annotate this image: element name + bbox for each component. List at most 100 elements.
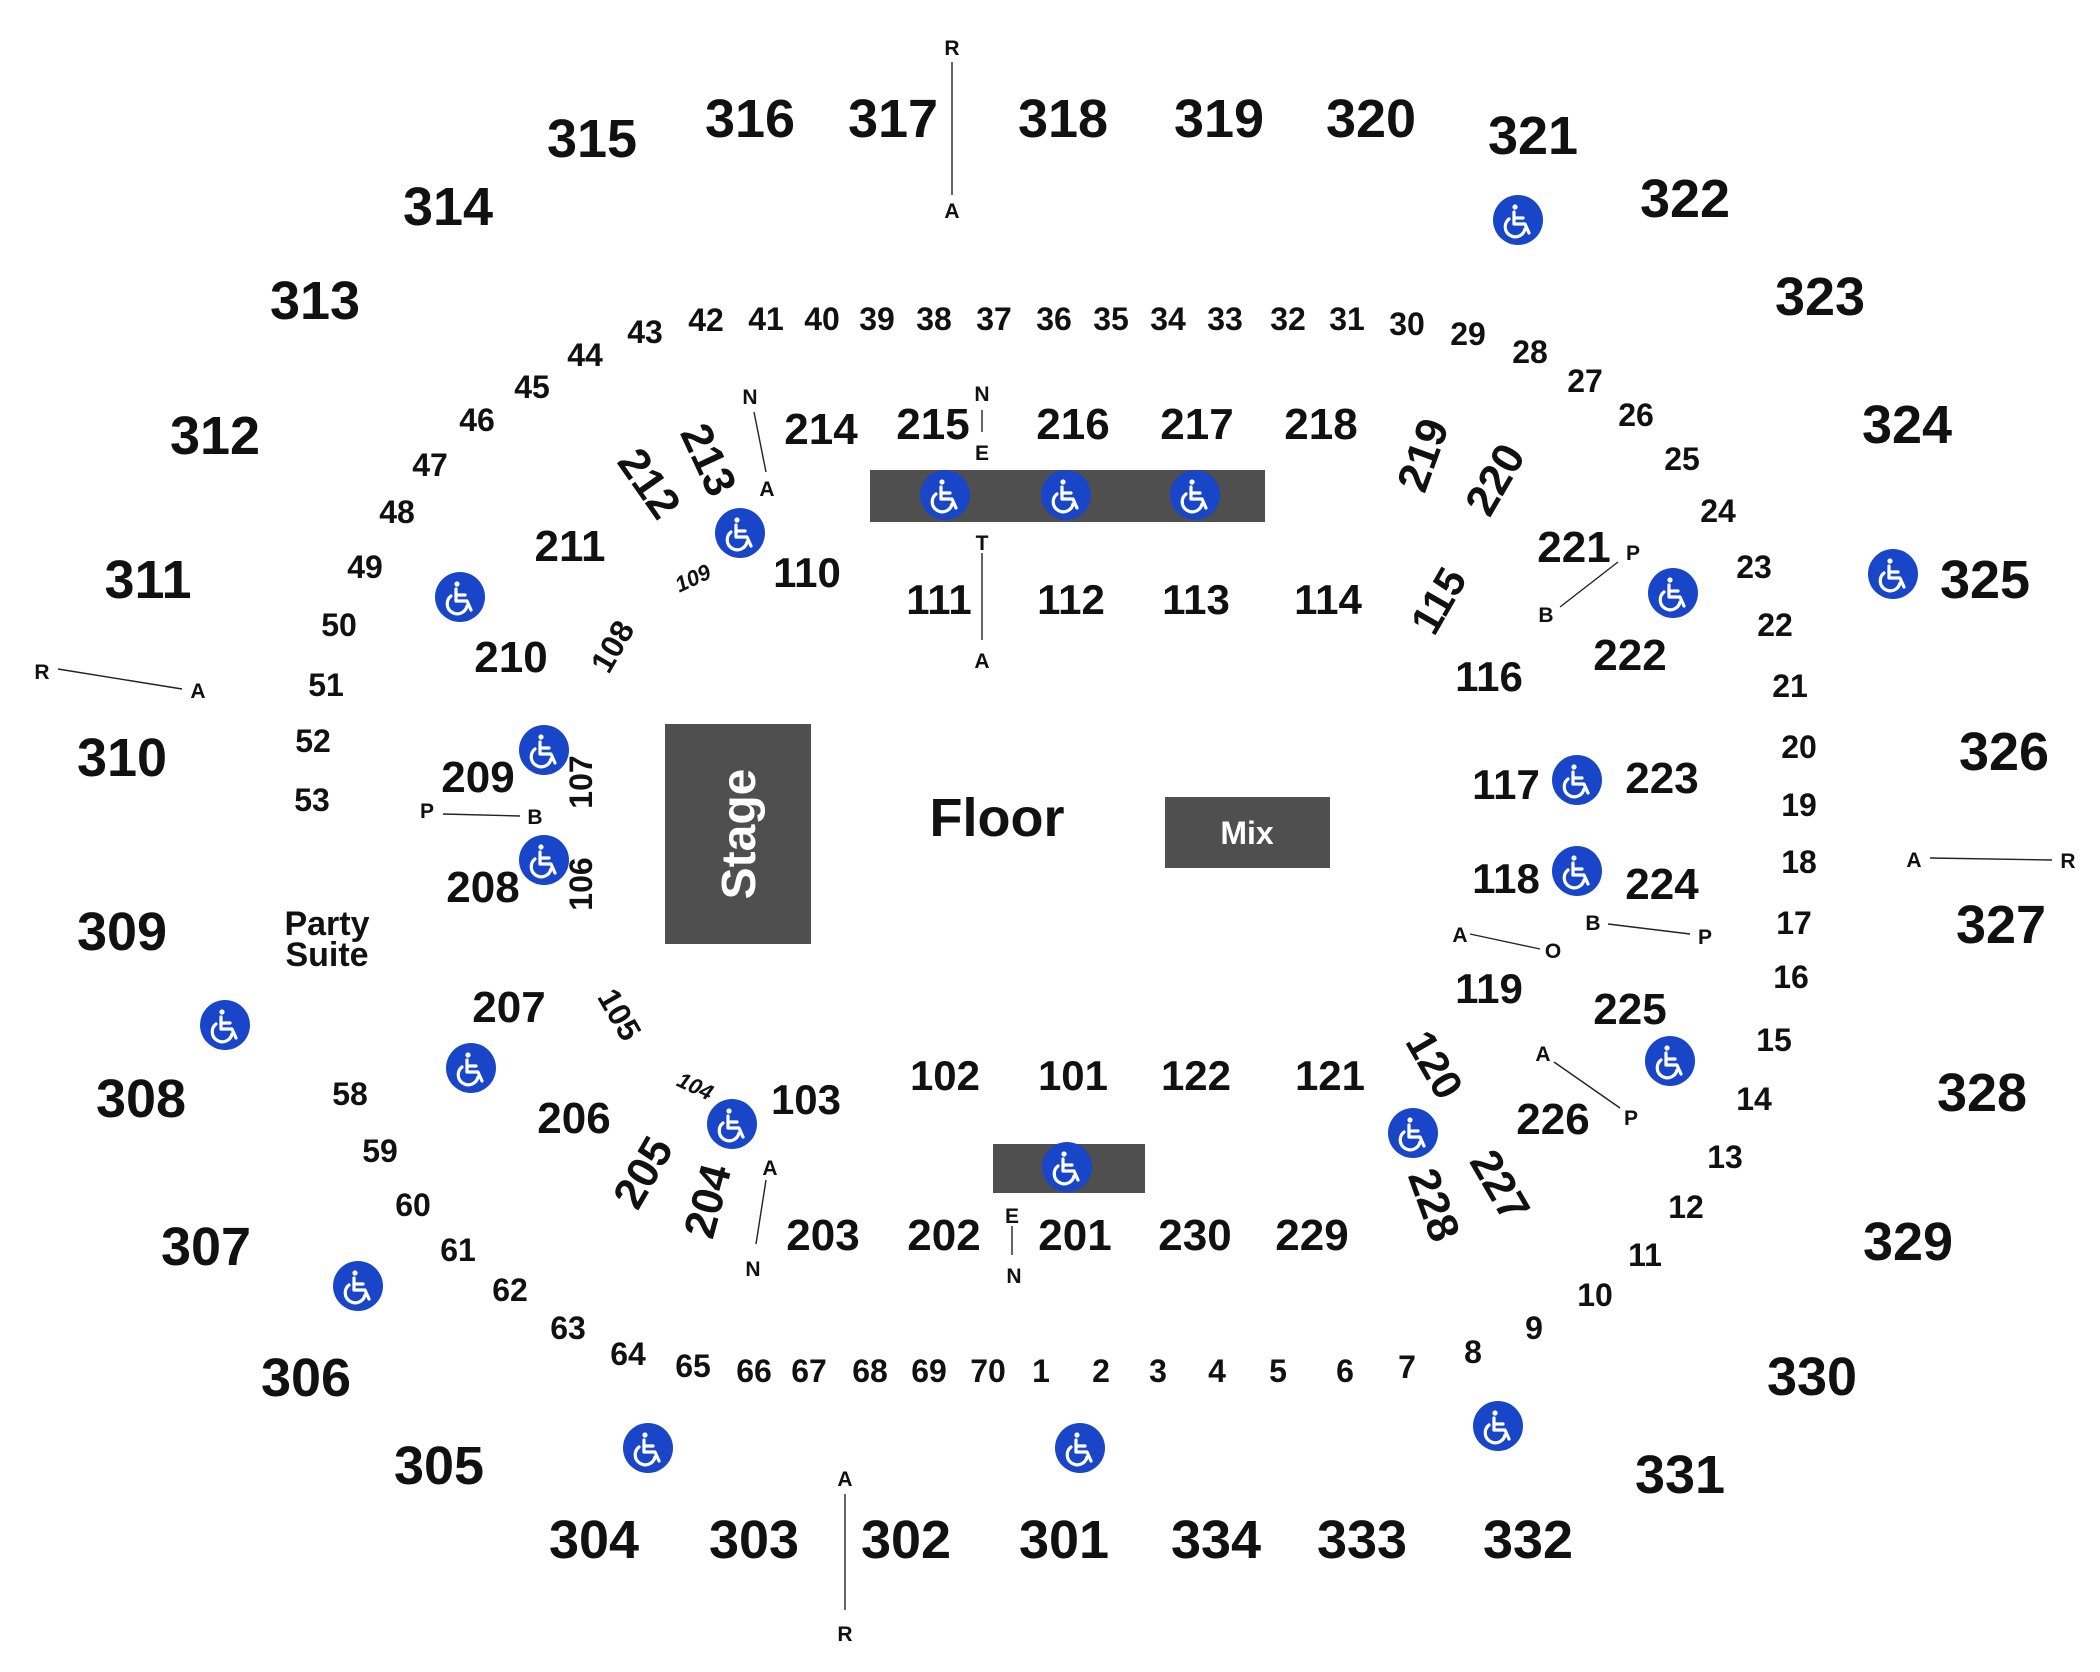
box-62[interactable]: 62 <box>492 1272 528 1308</box>
section-301[interactable]: 301 <box>1019 1510 1109 1570</box>
box-49[interactable]: 49 <box>347 549 383 585</box>
section-302[interactable]: 302 <box>861 1510 951 1570</box>
section-305[interactable]: 305 <box>394 1436 484 1496</box>
box-46[interactable]: 46 <box>459 402 495 438</box>
box-27[interactable]: 27 <box>1567 363 1603 399</box>
section-112[interactable]: 112 <box>1037 576 1105 623</box>
section-109[interactable]: 109 <box>671 559 716 597</box>
box-21[interactable]: 21 <box>1772 668 1808 704</box>
section-226[interactable]: 226 <box>1516 1095 1589 1144</box>
section-311[interactable]: 311 <box>104 550 191 610</box>
wheelchair-icon[interactable] <box>1471 1399 1525 1453</box>
wheelchair-icon[interactable] <box>918 468 972 522</box>
box-29[interactable]: 29 <box>1450 316 1486 352</box>
section-122[interactable]: 122 <box>1161 1052 1231 1099</box>
box-47[interactable]: 47 <box>412 447 448 483</box>
box-42[interactable]: 42 <box>688 302 724 338</box>
box-59[interactable]: 59 <box>362 1133 398 1169</box>
section-316[interactable]: 316 <box>705 89 795 149</box>
wheelchair-icon[interactable] <box>1053 1421 1107 1475</box>
box-69[interactable]: 69 <box>911 1353 947 1389</box>
box-3[interactable]: 3 <box>1149 1353 1167 1389</box>
section-313[interactable]: 313 <box>270 271 360 331</box>
box-18[interactable]: 18 <box>1781 844 1817 880</box>
wheelchair-icon[interactable] <box>1168 468 1222 522</box>
section-211[interactable]: 211 <box>535 522 606 571</box>
wheelchair-icon[interactable] <box>1040 1140 1094 1194</box>
section-120[interactable]: 120 <box>1397 1023 1473 1107</box>
section-334[interactable]: 334 <box>1171 1510 1261 1570</box>
box-19[interactable]: 19 <box>1781 787 1817 823</box>
section-325[interactable]: 325 <box>1940 550 2030 610</box>
section-117[interactable]: 117 <box>1472 761 1540 808</box>
box-35[interactable]: 35 <box>1093 301 1129 337</box>
box-58[interactable]: 58 <box>332 1076 368 1112</box>
section-113[interactable]: 113 <box>1162 576 1230 623</box>
box-38[interactable]: 38 <box>916 301 952 337</box>
section-227[interactable]: 227 <box>1460 1142 1539 1230</box>
section-326[interactable]: 326 <box>1959 722 2049 782</box>
section-116[interactable]: 116 <box>1455 653 1523 700</box>
box-15[interactable]: 15 <box>1756 1022 1792 1058</box>
section-110[interactable]: 110 <box>773 549 841 596</box>
box-8[interactable]: 8 <box>1464 1334 1482 1370</box>
box-53[interactable]: 53 <box>294 782 330 818</box>
box-2[interactable]: 2 <box>1092 1353 1110 1389</box>
section-321[interactable]: 321 <box>1488 106 1578 166</box>
box-48[interactable]: 48 <box>379 494 415 530</box>
wheelchair-icon[interactable] <box>621 1421 675 1475</box>
section-332[interactable]: 332 <box>1483 1510 1573 1570</box>
section-206[interactable]: 206 <box>537 1094 610 1143</box>
section-319[interactable]: 319 <box>1174 89 1264 149</box>
section-230[interactable]: 230 <box>1158 1211 1231 1260</box>
section-229[interactable]: 229 <box>1275 1211 1348 1260</box>
box-41[interactable]: 41 <box>748 301 784 337</box>
box-32[interactable]: 32 <box>1270 301 1306 337</box>
section-210[interactable]: 210 <box>474 633 547 682</box>
section-314[interactable]: 314 <box>403 177 493 237</box>
box-11[interactable]: 11 <box>1628 1237 1662 1273</box>
section-223[interactable]: 223 <box>1625 754 1698 803</box>
section-121[interactable]: 121 <box>1295 1052 1365 1099</box>
section-221[interactable]: 221 <box>1537 523 1610 572</box>
section-103[interactable]: 103 <box>771 1076 841 1123</box>
wheelchair-icon[interactable] <box>433 570 487 624</box>
section-107[interactable]: 107 <box>563 755 599 808</box>
box-70[interactable]: 70 <box>970 1353 1006 1389</box>
section-306[interactable]: 306 <box>261 1348 351 1408</box>
section-212[interactable]: 212 <box>608 440 690 528</box>
box-10[interactable]: 10 <box>1577 1277 1613 1313</box>
wheelchair-icon[interactable] <box>444 1041 498 1095</box>
box-68[interactable]: 68 <box>852 1353 888 1389</box>
wheelchair-icon[interactable] <box>1646 566 1700 620</box>
section-102[interactable]: 102 <box>910 1052 980 1099</box>
wheelchair-icon[interactable] <box>1550 753 1604 807</box>
box-64[interactable]: 64 <box>610 1336 646 1372</box>
section-328[interactable]: 328 <box>1937 1063 2027 1123</box>
box-61[interactable]: 61 <box>440 1232 476 1268</box>
box-67[interactable]: 67 <box>791 1353 827 1389</box>
box-39[interactable]: 39 <box>859 301 895 337</box>
section-201[interactable]: 201 <box>1038 1211 1111 1260</box>
section-214[interactable]: 214 <box>784 405 858 454</box>
box-51[interactable]: 51 <box>308 667 344 703</box>
section-215[interactable]: 215 <box>896 400 969 449</box>
wheelchair-icon[interactable] <box>1643 1034 1697 1088</box>
box-1[interactable]: 1 <box>1032 1353 1050 1389</box>
box-4[interactable]: 4 <box>1208 1353 1226 1389</box>
wheelchair-icon[interactable] <box>1866 547 1920 601</box>
wheelchair-icon[interactable] <box>517 833 571 887</box>
section-310[interactable]: 310 <box>77 728 167 788</box>
section-209[interactable]: 209 <box>441 753 514 802</box>
section-203[interactable]: 203 <box>786 1211 859 1260</box>
box-37[interactable]: 37 <box>976 301 1012 337</box>
wheelchair-icon[interactable] <box>1550 844 1604 898</box>
section-317[interactable]: 317 <box>848 89 938 149</box>
wheelchair-icon[interactable] <box>713 506 767 560</box>
section-118[interactable]: 118 <box>1472 855 1540 902</box>
box-7[interactable]: 7 <box>1398 1349 1416 1385</box>
section-312[interactable]: 312 <box>170 406 260 466</box>
section-222[interactable]: 222 <box>1593 631 1666 680</box>
wheelchair-icon[interactable] <box>1386 1106 1440 1160</box>
box-12[interactable]: 12 <box>1668 1189 1704 1225</box>
